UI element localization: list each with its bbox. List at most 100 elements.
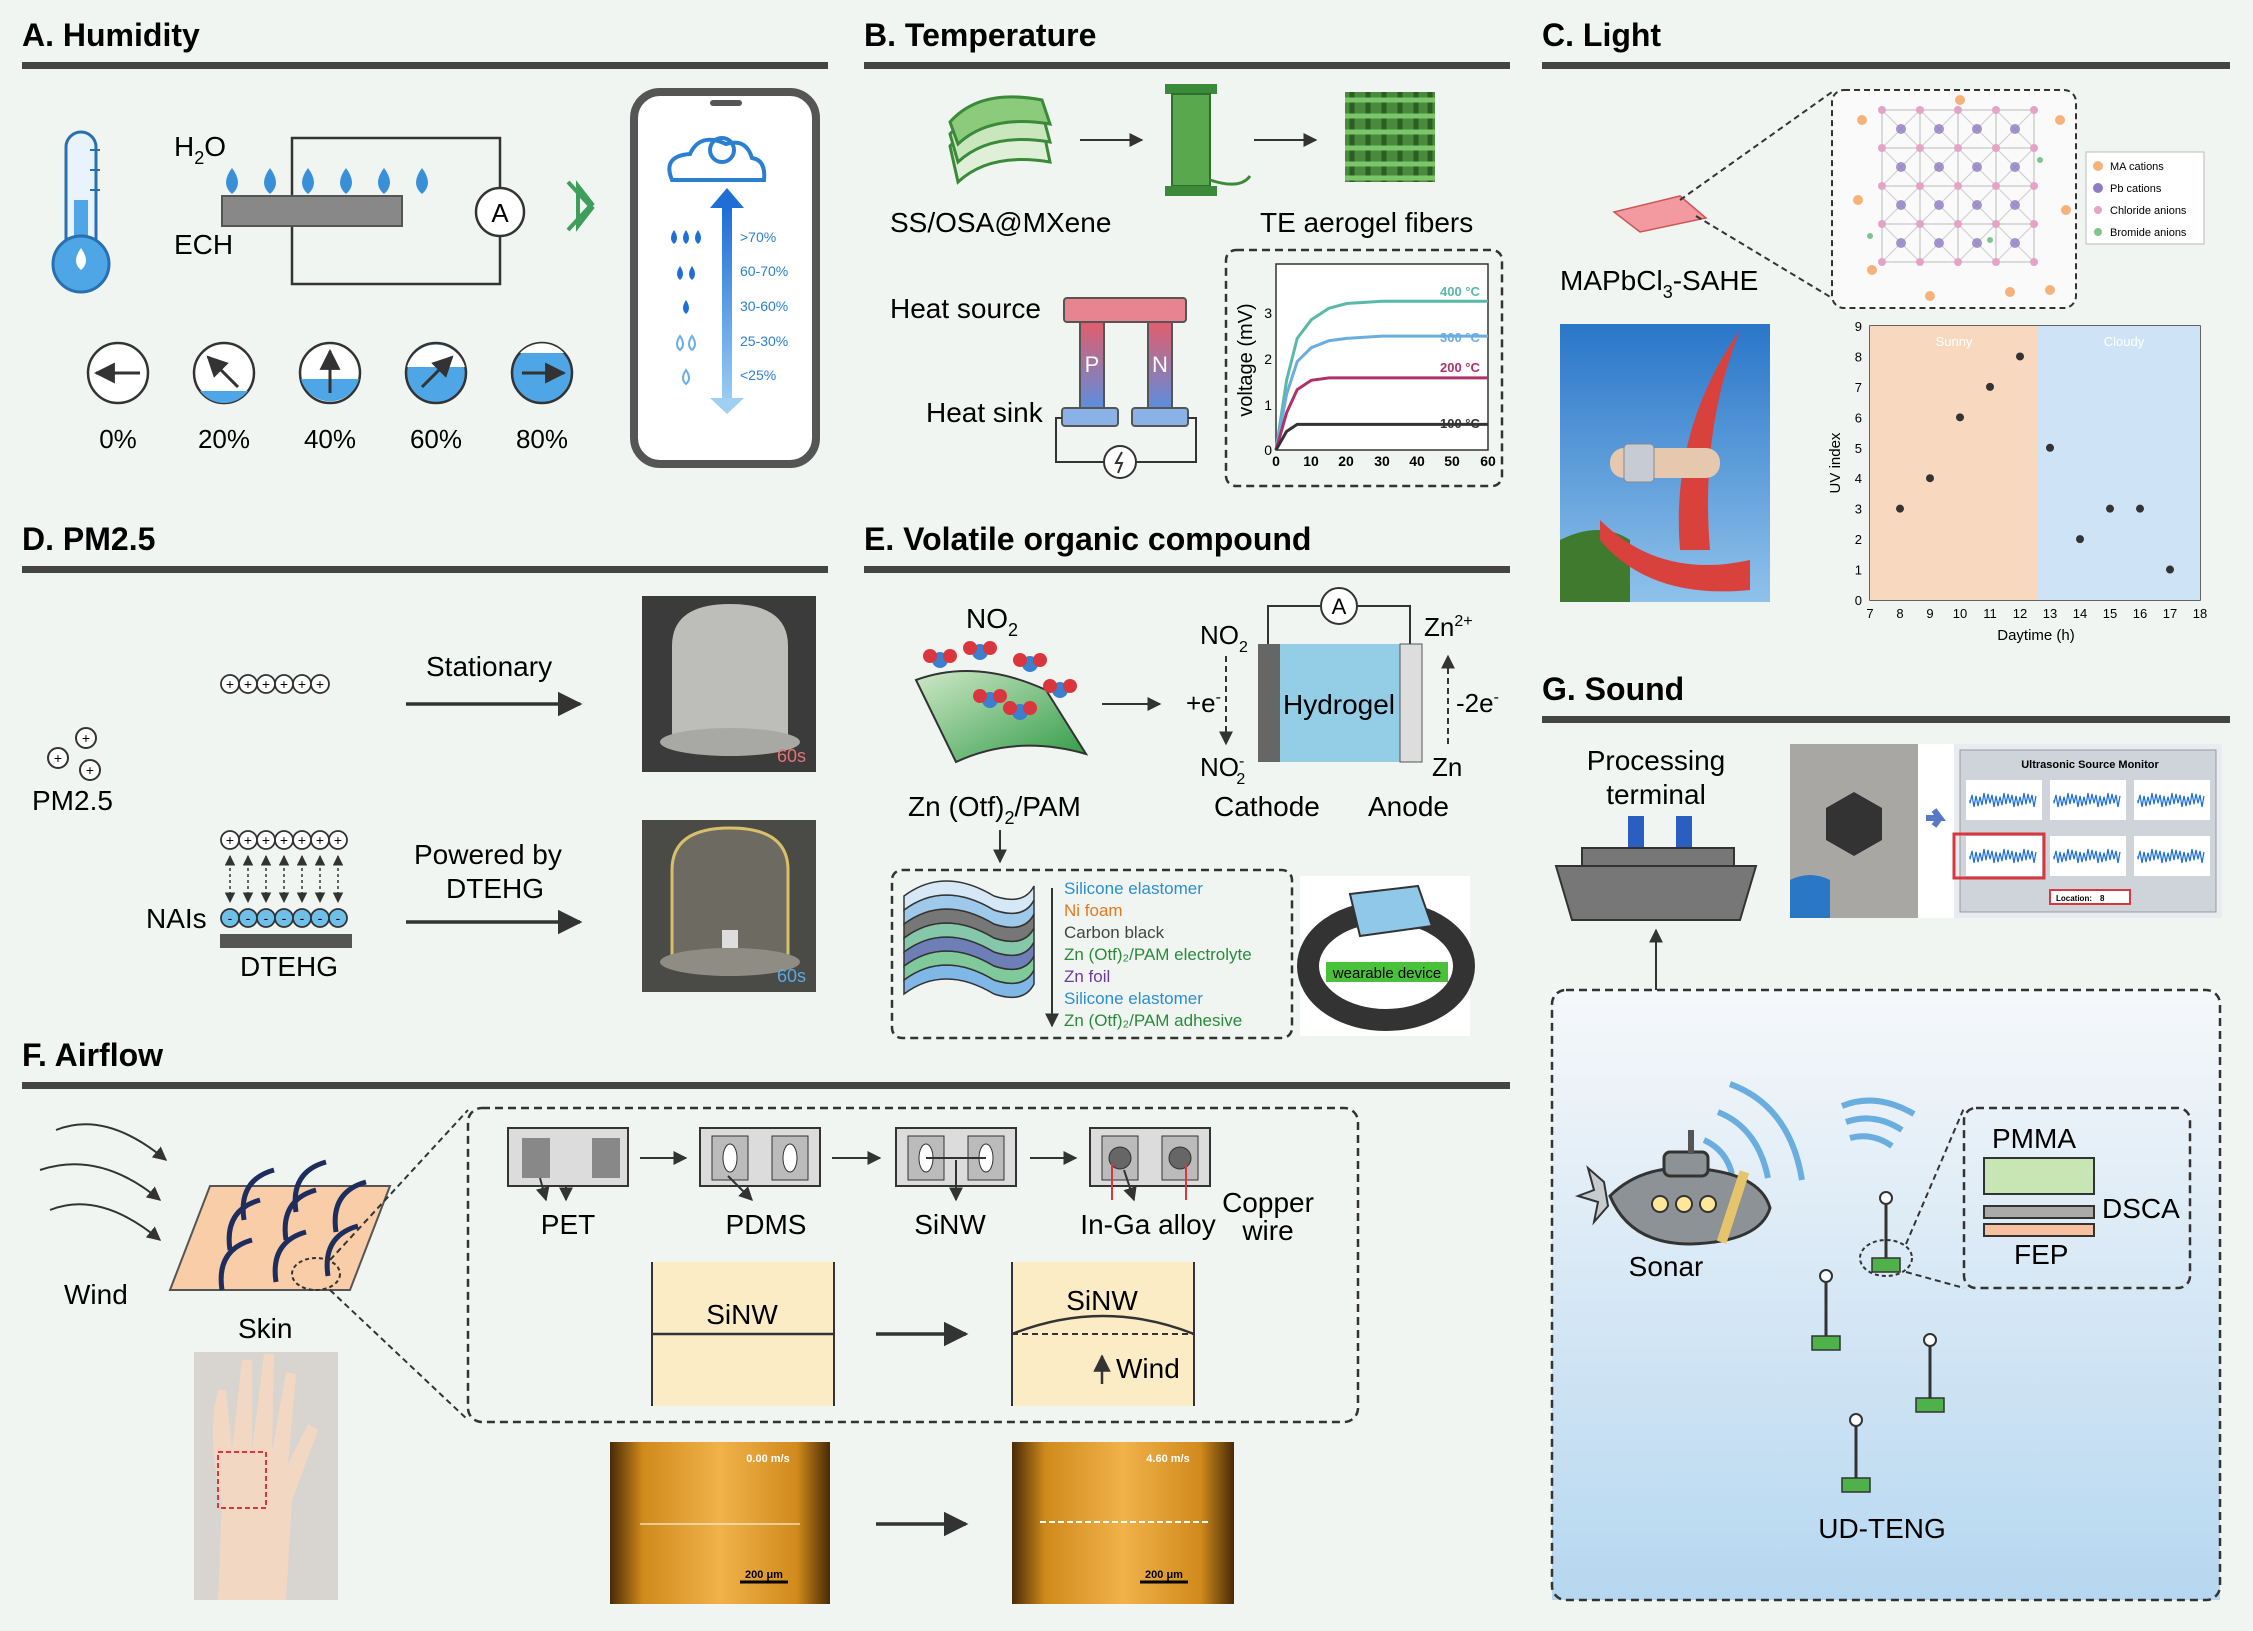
- circuit-wire: [290, 224, 502, 286]
- time-label: 60s: [777, 966, 806, 986]
- uv-point: [1926, 474, 1934, 483]
- heat-sink-label: Heat sink: [926, 397, 1044, 428]
- panel-temperature: B. Temperature SS/OSA@MXene TE aerogel f…: [864, 17, 1510, 488]
- submarine-icon: [1574, 1130, 1772, 1246]
- xtick: 20: [1338, 453, 1354, 469]
- uv-point: [1986, 382, 1994, 391]
- cloudy-zone: [2038, 326, 2200, 600]
- cathode-label: Cathode: [1214, 791, 1320, 822]
- chloride-anion: [1954, 144, 1962, 152]
- series-line: [1274, 299, 1488, 451]
- oxygen-atom: [943, 649, 957, 663]
- wearable-label: wearable device: [1332, 965, 1441, 982]
- zone-label: Cloudy: [2104, 334, 2145, 349]
- bell-jar-photo-clear: 60s: [642, 820, 816, 992]
- pm-particles: [47, 727, 101, 781]
- ma-cation: [1955, 95, 1965, 105]
- bell-jar-photo-cloudy: 60s: [642, 596, 816, 772]
- pb-cation: [2010, 162, 2020, 172]
- pb-cation: [1934, 238, 1944, 248]
- chloride-anion: [2030, 220, 2038, 228]
- powered-label: Powered by: [414, 839, 562, 870]
- speed-label: 0.00 m/s: [746, 1453, 789, 1465]
- ytick: 2: [1855, 532, 1862, 547]
- ytick: 3: [1855, 502, 1862, 517]
- legend-label: Bromide anions: [2110, 227, 2187, 239]
- panel-title-e: E. Volatile organic compound: [864, 521, 1311, 557]
- uv-points: [1896, 352, 2174, 574]
- particle-sign: +: [298, 676, 306, 692]
- charged-particles-row: +++++++: [220, 830, 348, 850]
- pb-cation: [1934, 200, 1944, 210]
- sunny-zone: [1870, 326, 2038, 600]
- series-line: [1274, 422, 1488, 451]
- ytick: 5: [1855, 441, 1862, 456]
- waveform-trace: [2053, 792, 2121, 808]
- terminal-label: terminal: [1606, 779, 1706, 810]
- pb-cation: [1972, 200, 1982, 210]
- chart-ylabel: UV index: [1827, 432, 1844, 493]
- step-label: SiNW: [914, 1209, 986, 1240]
- zone-label: Sunny: [1936, 334, 1973, 349]
- particle: [328, 908, 348, 928]
- ytick: 1: [1855, 563, 1862, 578]
- layer-label: Ni foam: [1064, 901, 1123, 920]
- chart-xlabel: Daytime (h): [1997, 627, 2075, 644]
- panel-title-b: B. Temperature: [864, 17, 1096, 53]
- sinw-membrane-rest: SiNW: [651, 1262, 835, 1406]
- layer-label: Silicone elastomer: [1064, 879, 1203, 898]
- layer-label: Zn (Otf)₂/PAM electrolyte: [1064, 945, 1252, 964]
- panel-title-a: A. Humidity: [22, 17, 200, 53]
- minus-2e-label: -2e-: [1456, 688, 1499, 718]
- pb-cation: [2010, 200, 2020, 210]
- ytick: 0: [1855, 593, 1862, 608]
- particle-sign: +: [316, 832, 324, 848]
- dial-label: 60%: [410, 424, 462, 454]
- legend-label: Chloride anions: [2110, 205, 2187, 217]
- xtick: 18: [2193, 606, 2207, 621]
- sound-waves: [1702, 1081, 1916, 1181]
- step-label: PET: [541, 1209, 595, 1240]
- ma-cation: [1853, 195, 1863, 205]
- sensor-buoy: [1879, 1191, 1893, 1205]
- legend-label: Pb cations: [2110, 183, 2162, 195]
- particle-sign: -: [228, 910, 233, 926]
- layer-label: Silicone elastomer: [1064, 989, 1203, 1008]
- waveform-trace: [1969, 792, 2037, 808]
- particle-sign: -: [318, 910, 323, 926]
- series-label: 200 °C: [1440, 360, 1481, 375]
- material-label: SS/OSA@MXene: [890, 207, 1111, 238]
- svg-text:+: +: [54, 750, 62, 766]
- pmma-label: PMMA: [1992, 1123, 2076, 1154]
- ammeter-label: A: [491, 198, 509, 228]
- pmma-layer: [1983, 1157, 2095, 1195]
- heat-source-label: Heat source: [890, 293, 1041, 324]
- ma-cation: [1925, 291, 1935, 301]
- particle: [310, 674, 330, 694]
- capture-arrows: [224, 854, 344, 904]
- panel-title-f: F. Airflow: [22, 1037, 163, 1073]
- teng-inset: [1962, 1106, 2192, 1290]
- particle-sign: +: [280, 832, 288, 848]
- h2o-label: H2O: [174, 131, 226, 168]
- pb-cation: [1972, 238, 1982, 248]
- particle-sign: +: [244, 676, 252, 692]
- thermometer-icon: [51, 130, 111, 294]
- skin-patch: [168, 1185, 392, 1291]
- sinw-membrane-deflected: SiNW Wind: [1011, 1262, 1195, 1406]
- ytick: 4: [1855, 471, 1862, 486]
- ytick: 3: [1264, 305, 1272, 321]
- copper-label: wire: [1241, 1215, 1293, 1246]
- chloride-anion: [1916, 182, 1924, 190]
- perovskite-lattice: [1853, 95, 2071, 301]
- panel-title-g: G. Sound: [1542, 671, 1684, 707]
- uv-point: [2016, 352, 2024, 361]
- fabrication-steps: [507, 1127, 1211, 1202]
- xtick: 30: [1374, 453, 1390, 469]
- oxygen-atom: [923, 649, 937, 663]
- oxygen-atom: [963, 641, 977, 655]
- particle-sign: -: [336, 910, 341, 926]
- scale-label: 200 μm: [745, 1569, 783, 1581]
